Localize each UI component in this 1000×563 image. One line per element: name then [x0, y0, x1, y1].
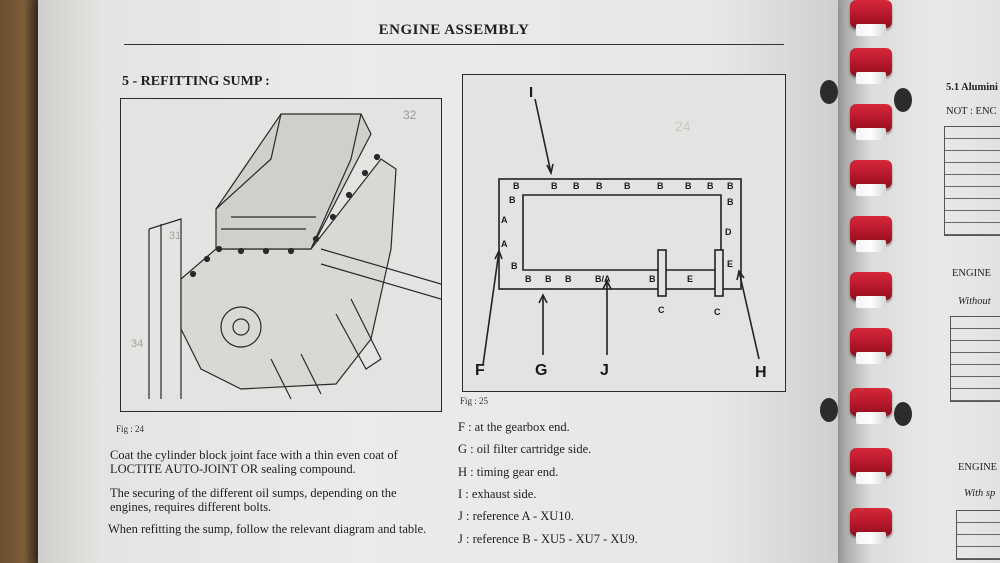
binding-ring — [850, 160, 892, 196]
bolt-bottom-3: B — [565, 274, 572, 284]
figure-24-caption: Fig : 24 — [116, 424, 145, 434]
punch-hole — [820, 80, 838, 104]
bolt-top-8: B — [707, 181, 714, 191]
figure-25-bolt-diagram: 24 I F G J H B B B B B B B — [462, 74, 786, 392]
bolt-top-2: B — [551, 181, 558, 191]
bolt-left-2: A — [501, 215, 508, 225]
facing-note-3: With sp — [964, 488, 996, 499]
bolt-left-1: B — [509, 195, 516, 205]
instruction-paragraph-2: The securing of the different oil sumps,… — [110, 486, 397, 514]
bolt-top-4: B — [596, 181, 603, 191]
punch-hole — [894, 402, 912, 426]
header-rule — [124, 44, 784, 45]
legend-H: H : timing gear end. — [458, 465, 559, 479]
legend-J-B: J : reference B - XU5 - XU7 - XU9. — [458, 532, 638, 546]
facing-table-2 — [950, 316, 1000, 402]
bolt-right-1: B — [727, 197, 734, 207]
bolt-right-2: D — [725, 227, 732, 237]
bolt-bottom-ba: B/A — [595, 274, 611, 284]
bolt-right-3: E — [727, 259, 733, 269]
sump-bolt-diagram: 24 I F G J H B B B B B B B — [475, 84, 767, 381]
facing-note-1: NOT : ENC — [946, 106, 997, 117]
section-title: 5 - REFITTING SUMP : — [122, 74, 270, 89]
binding-ring — [850, 328, 892, 364]
bolt-top-6: B — [657, 181, 664, 191]
facing-heading-3: ENGINE — [958, 462, 998, 473]
bolt-left-4: B — [511, 261, 518, 271]
faint-mark-31: 31 — [169, 230, 181, 242]
label-H: H — [755, 364, 767, 381]
figure-25-caption: Fig : 25 — [460, 396, 489, 406]
bolt-top-5: B — [624, 181, 631, 191]
facing-table-1 — [944, 126, 1000, 236]
bolt-top-3: B — [573, 181, 580, 191]
binding-ring — [850, 272, 892, 308]
page-header-title: ENGINE ASSEMBLY — [378, 22, 530, 38]
bolt-bottom-1: B — [525, 274, 532, 284]
binding-ring — [850, 104, 892, 140]
bolt-c-1: C — [658, 305, 665, 315]
legend-I: I : exhaust side. — [458, 487, 537, 501]
binding-ring — [850, 216, 892, 252]
bolt-bottom-2: B — [545, 274, 552, 284]
spiral-binding — [820, 0, 912, 563]
facing-table-3 — [956, 510, 1000, 560]
facing-heading-2: ENGINE — [952, 268, 992, 279]
bolt-bottom-e: E — [687, 274, 693, 284]
bolt-left-3: A — [501, 239, 508, 249]
instruction-paragraph-1: Coat the cylinder block joint face with … — [110, 448, 398, 476]
faint-mark-32: 32 — [403, 108, 417, 122]
punch-hole — [894, 88, 912, 112]
bolt-c-2: C — [714, 307, 721, 317]
bolt-top-7: B — [685, 181, 692, 191]
instruction-paragraph-3: When refitting the sump, follow the rele… — [108, 522, 427, 536]
faint-mark-24: 24 — [675, 118, 691, 134]
binding-ring — [850, 0, 892, 36]
legend-J-A: J : reference A - XU10. — [458, 509, 574, 523]
label-I: I — [529, 84, 533, 101]
legend-F: F : at the gearbox end. — [458, 420, 570, 434]
facing-note-2: Without — [958, 296, 991, 307]
faint-mark-34: 34 — [131, 338, 143, 350]
legend-G: G : oil filter cartridge side. — [458, 442, 592, 456]
punch-hole — [820, 398, 838, 422]
engine-drawing: 32 31 34 — [131, 108, 441, 400]
label-F: F — [475, 362, 485, 379]
desk-edge — [0, 0, 44, 563]
binding-ring — [850, 508, 892, 544]
facing-heading-1: 5.1 Alumini — [946, 82, 998, 93]
binding-ring — [850, 388, 892, 424]
binding-ring — [850, 448, 892, 484]
label-G: G — [535, 362, 547, 379]
bolt-top-1: B — [513, 181, 520, 191]
bolt-bottom-5: B — [649, 274, 656, 284]
bolt-top-9: B — [727, 181, 734, 191]
label-J: J — [600, 362, 609, 379]
binding-ring — [850, 48, 892, 84]
figure-24-engine-illustration: 32 31 34 — [120, 98, 442, 412]
